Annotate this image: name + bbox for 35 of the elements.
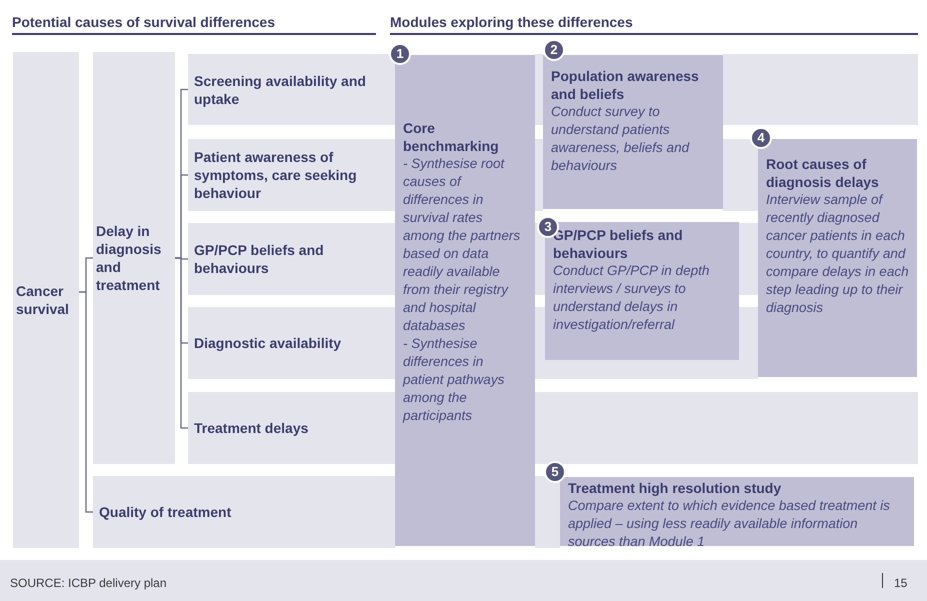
section-heading: Potential causes of survival differences [12, 13, 275, 32]
cause-band [188, 54, 395, 125]
cause-label: Quality of treatment [99, 503, 232, 521]
cause-band [93, 476, 395, 548]
module-title: Root causes of diagnosis delays [766, 155, 880, 191]
cause-label: Diagnostic availability [194, 334, 342, 352]
tree-connector [175, 257, 188, 429]
cause-label: Screening availability and uptake [194, 72, 366, 108]
cause-band [188, 223, 395, 295]
module-description: Conduct survey to understand patients awareness, beliefs and behaviours [551, 103, 690, 175]
number-badge: 4 [750, 127, 772, 149]
tree-connector [79, 291, 93, 513]
module-description: Conduct GP/PCP in depth interviews / surveys to understand delays in investigation/referral [553, 262, 710, 334]
module-title: Treatment high resolution study [568, 479, 782, 497]
module-description: Compare extent to which evidence based treatment is applied – using less readily available information sources than Module 1 [568, 497, 891, 551]
module-title: Population awareness and beliefs [551, 67, 700, 103]
module-description: - Synthesise differences in patient pathways among the participants [403, 335, 506, 425]
cause-label: Delay in diagnosis and treatment [96, 222, 162, 294]
cause-band [188, 139, 395, 211]
cause-box [13, 52, 79, 548]
cause-label: Patient awareness of symptoms, care seeking behaviour [194, 148, 358, 202]
cause-band [188, 392, 395, 464]
module-title: Core benchmarking [403, 119, 500, 155]
cause-band [188, 307, 395, 379]
module-description: - Synthesise root causes of differences in survival rates among the partners based on data readily available from their registry and hospital databases [403, 155, 522, 335]
cause-label: GP/PCP beliefs and behaviours [194, 241, 325, 277]
cause-label: Treatment delays [194, 419, 308, 437]
cause-box [93, 52, 175, 464]
number-badge: 1 [389, 43, 411, 65]
number-badge: 2 [543, 39, 565, 61]
page-number: 15 [894, 575, 908, 592]
section-heading: Modules exploring these differences [390, 13, 633, 32]
source-note: SOURCE: ICBP delivery plan [10, 575, 167, 592]
cause-label: Cancer survival [16, 282, 70, 318]
module-description: Interview sample of recently diagnosed cancer patients in each country, to quantify and compare delays in each step leading up to their diagnosis [766, 191, 909, 317]
